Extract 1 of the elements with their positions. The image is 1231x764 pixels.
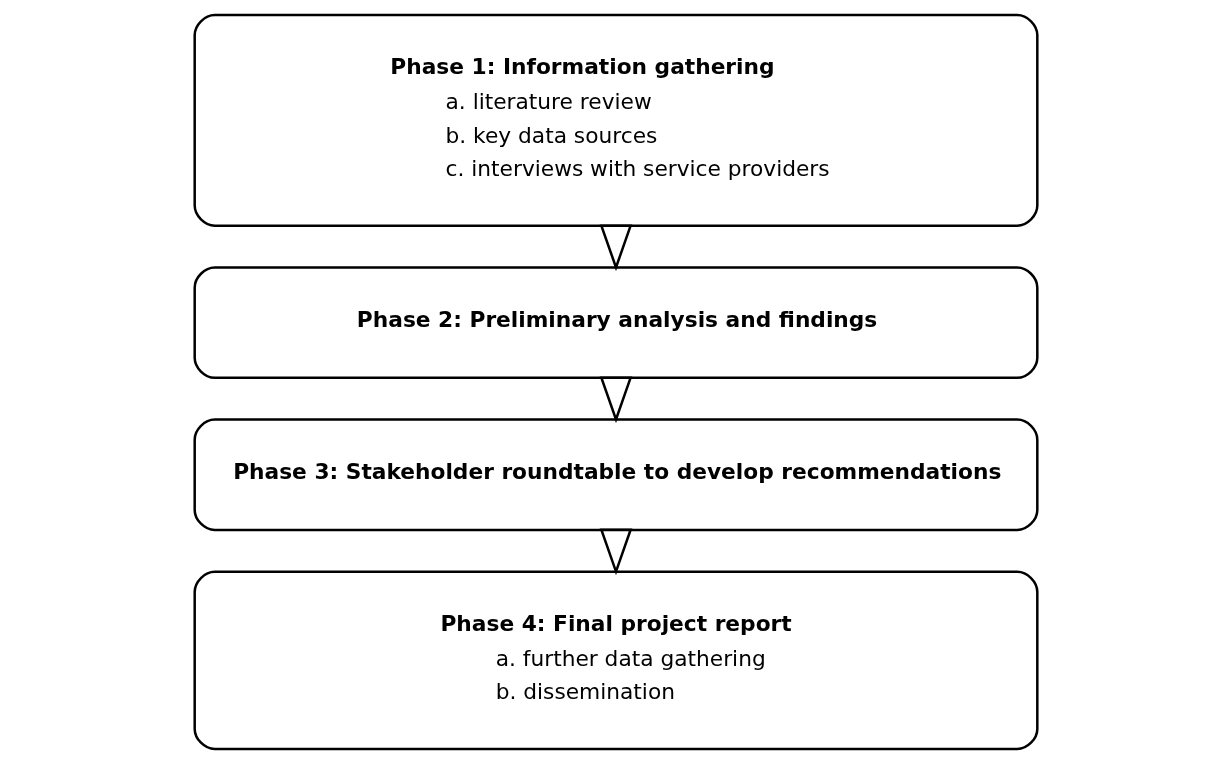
- node-box: Phase 4: Final project report a. further data gathering b. dissemination: [192, 570, 1039, 751]
